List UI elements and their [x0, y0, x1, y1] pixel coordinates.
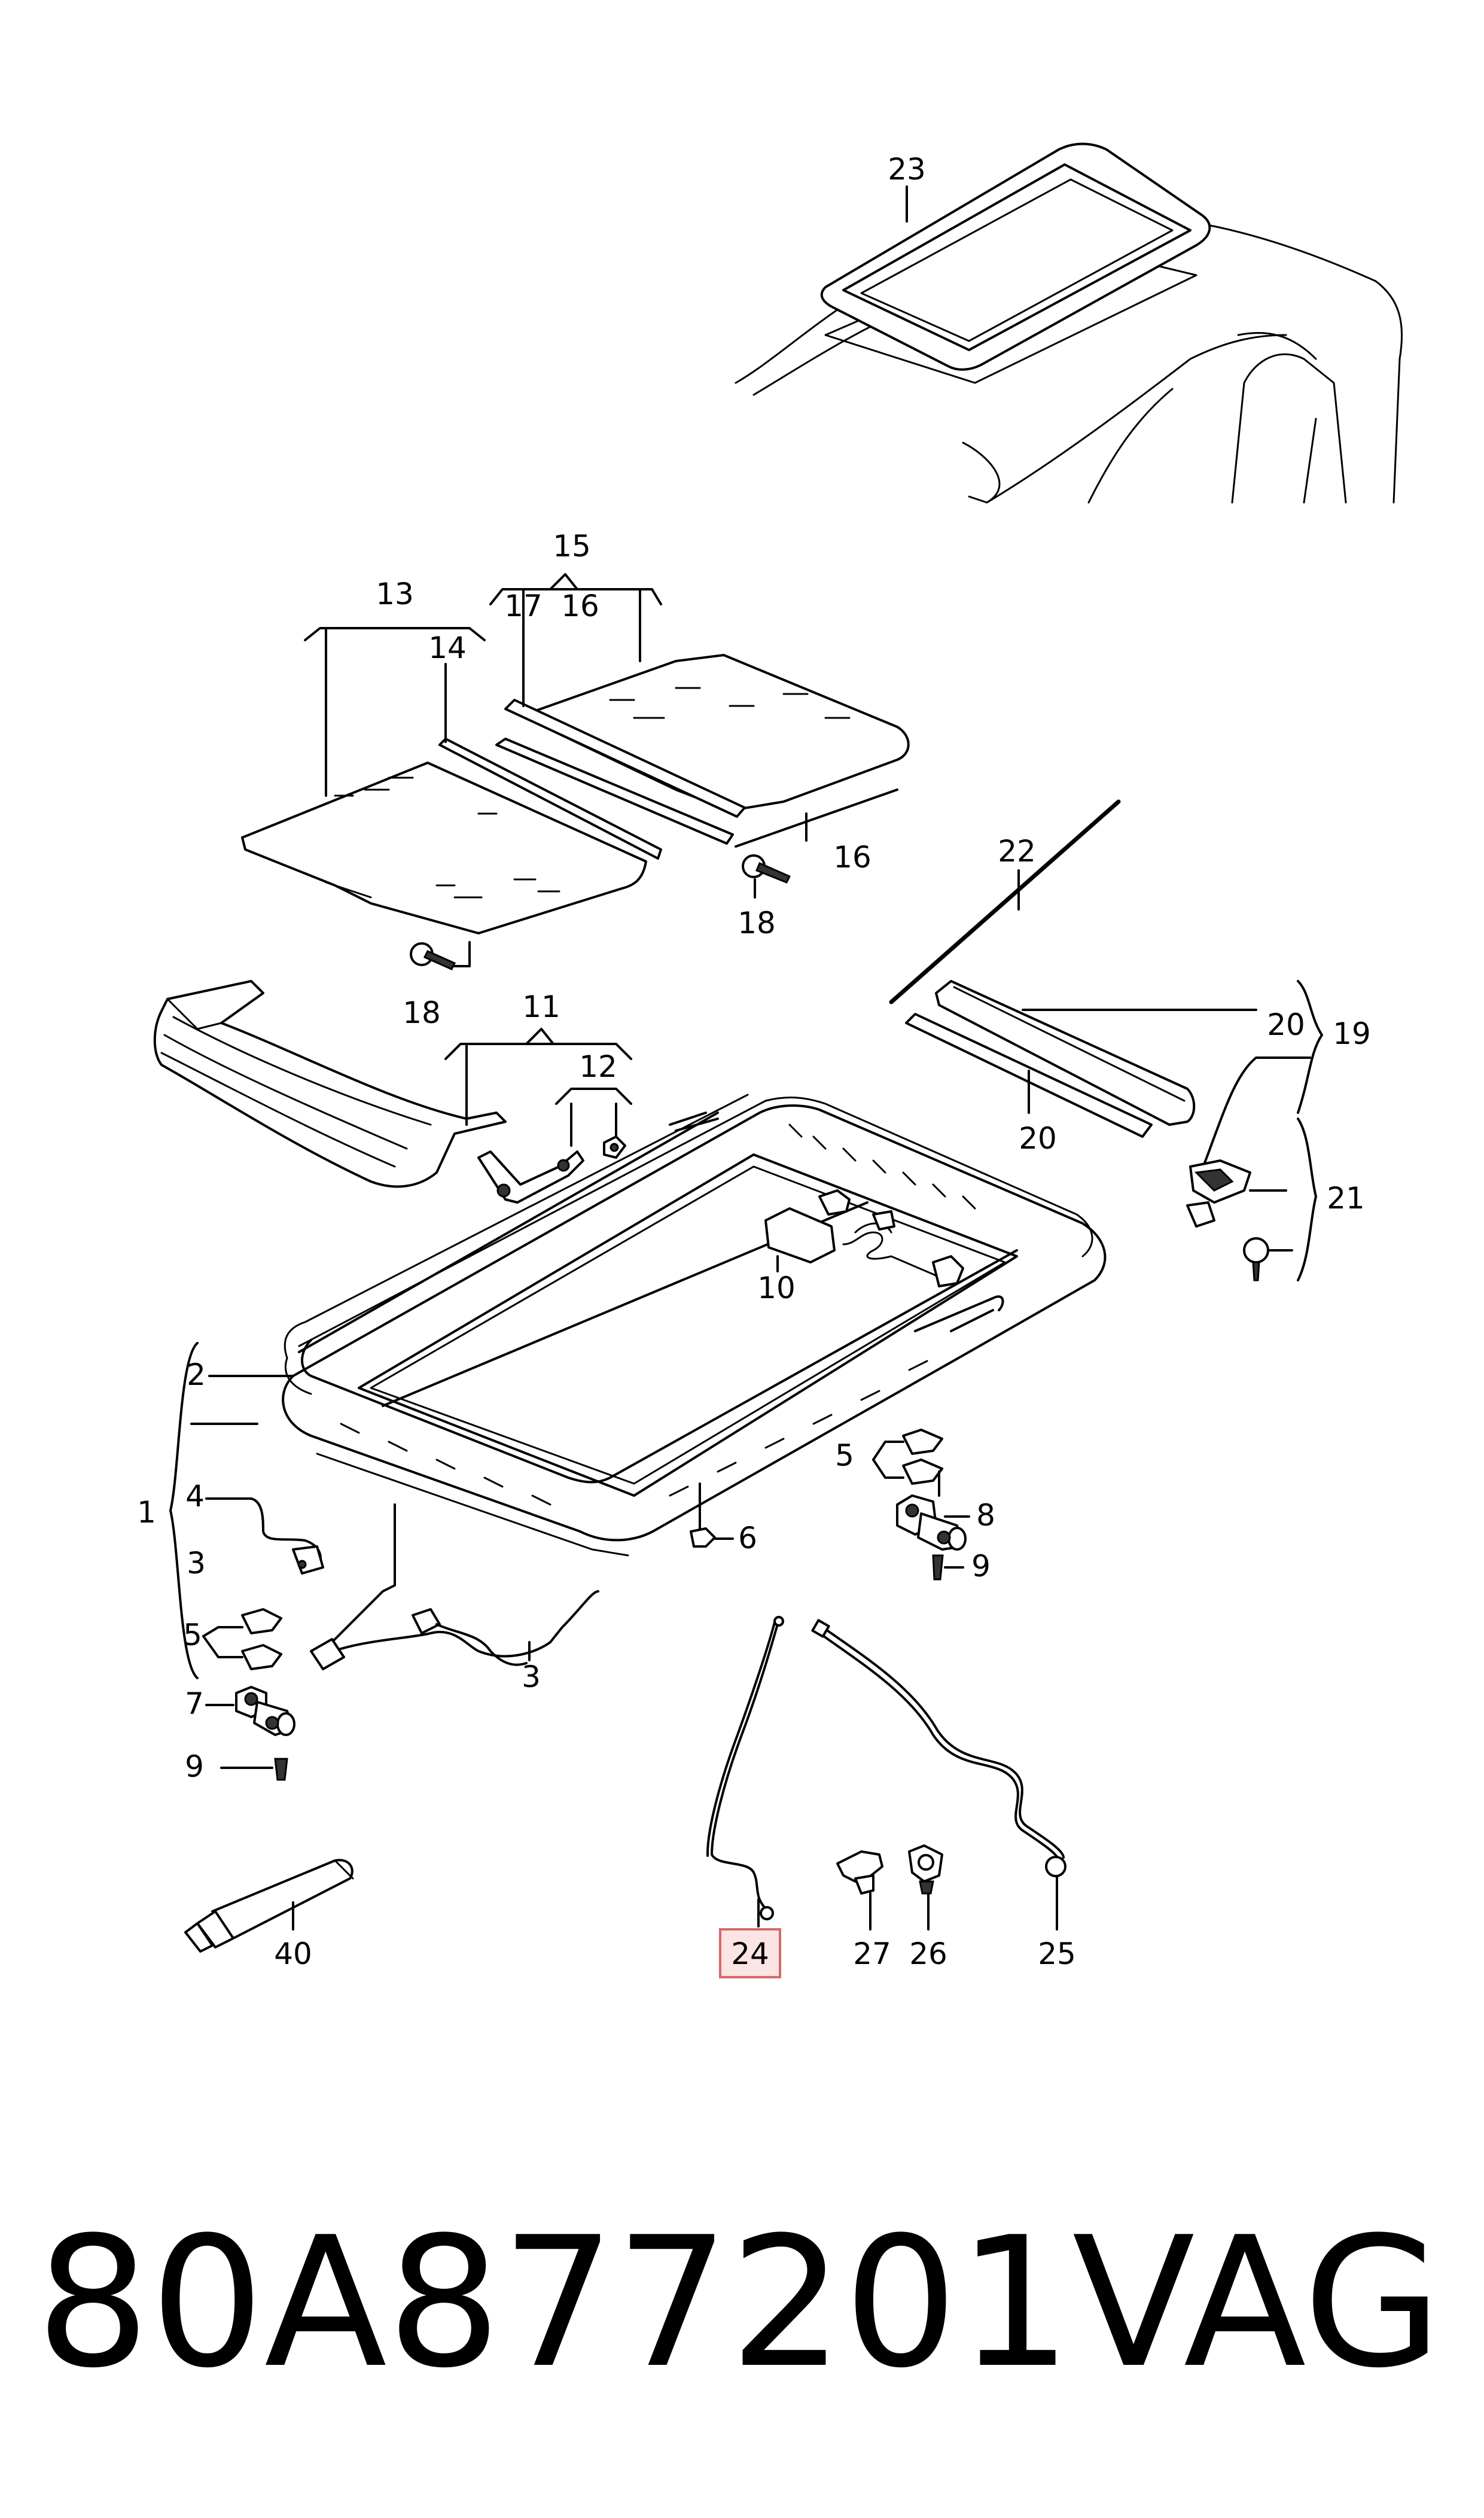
- screw-18-right: [742, 854, 791, 884]
- callout-27: 27: [853, 1937, 891, 1971]
- bracket-21: [1186, 1159, 1269, 1281]
- sealant-tube-40: [184, 1859, 354, 1953]
- glass-panel-13: [241, 762, 647, 934]
- rail-20-upper: [935, 980, 1196, 1126]
- callout-19: 19: [1333, 1016, 1371, 1051]
- callout-3-bottom: 3: [522, 1660, 541, 1694]
- callout-21: 21: [1327, 1181, 1365, 1216]
- nut-6: [690, 1527, 716, 1548]
- sunroof-seal-23: [820, 142, 1211, 371]
- clip-5-left: [241, 1608, 282, 1670]
- callout-1: 1: [137, 1495, 156, 1530]
- callout-11: 11: [522, 989, 560, 1024]
- motor-cable-4: [205, 1497, 324, 1575]
- drive-mechanism-11: [477, 1150, 584, 1204]
- callout-8: 8: [976, 1498, 995, 1533]
- callout-16-bottom: 16: [833, 840, 871, 875]
- clip-12: [603, 1135, 626, 1159]
- screw-9-left: [274, 1758, 288, 1781]
- screw-18-left: [410, 942, 456, 970]
- clip-27: [836, 1850, 883, 1895]
- callout-6: 6: [738, 1521, 757, 1555]
- drain-hose-24: [706, 1616, 784, 1920]
- seal-16: [495, 738, 734, 845]
- callout-12: 12: [579, 1049, 617, 1084]
- callout-25: 25: [1038, 1937, 1076, 1971]
- callout-10: 10: [757, 1271, 796, 1305]
- callout-7: 7: [185, 1686, 204, 1721]
- callout-40: 40: [274, 1937, 312, 1971]
- callout-5-right: 5: [835, 1438, 854, 1473]
- glass-panel-15: [531, 654, 910, 812]
- callout-3-left: 3: [187, 1546, 206, 1581]
- callout-2: 2: [187, 1357, 206, 1392]
- callout-22: 22: [998, 834, 1036, 869]
- strip-22: [889, 799, 1121, 1004]
- motor-7-left: [235, 1686, 295, 1736]
- sunroof-parts-diagram: 23 13 14 18 15 17 16 16 18: [137, 142, 1403, 1978]
- motor-8-right: [896, 1494, 967, 1551]
- seal-17: [504, 699, 746, 818]
- callout-5-left: 5: [183, 1618, 202, 1652]
- callout-20-lower: 20: [1019, 1121, 1057, 1156]
- callout-9-left: 9: [185, 1749, 204, 1784]
- callout-13: 13: [376, 577, 414, 611]
- callout-17: 17: [504, 589, 543, 623]
- sunshade-left: [153, 980, 507, 1188]
- callout-18-right: 18: [738, 906, 776, 940]
- callout-24: 24: [731, 1937, 769, 1971]
- callout-16-top: 16: [561, 589, 599, 623]
- motor-cable-3: [310, 1503, 599, 1670]
- callout-20-upper: 20: [1267, 1007, 1305, 1042]
- highlight-box-24: [719, 1928, 781, 1978]
- brand-label: VAG: [1072, 2199, 1442, 2407]
- callout-9-right: 9: [971, 1549, 991, 1584]
- sunroof-frame-2: [282, 1094, 1107, 1557]
- clip-5-right: [902, 1429, 943, 1485]
- drain-hose-25: [811, 1619, 1066, 1877]
- callout-18-left: 18: [403, 995, 441, 1030]
- callout-14: 14: [428, 631, 467, 665]
- callout-23: 23: [888, 152, 926, 187]
- callout-26: 26: [909, 1937, 947, 1971]
- callout-15: 15: [553, 529, 591, 564]
- clip-26: [908, 1844, 943, 1895]
- part-number: 80A877201: [36, 2199, 1072, 2407]
- screw-9-right: [932, 1554, 944, 1581]
- control-module-10: [764, 1189, 964, 1287]
- callout-4: 4: [185, 1479, 205, 1514]
